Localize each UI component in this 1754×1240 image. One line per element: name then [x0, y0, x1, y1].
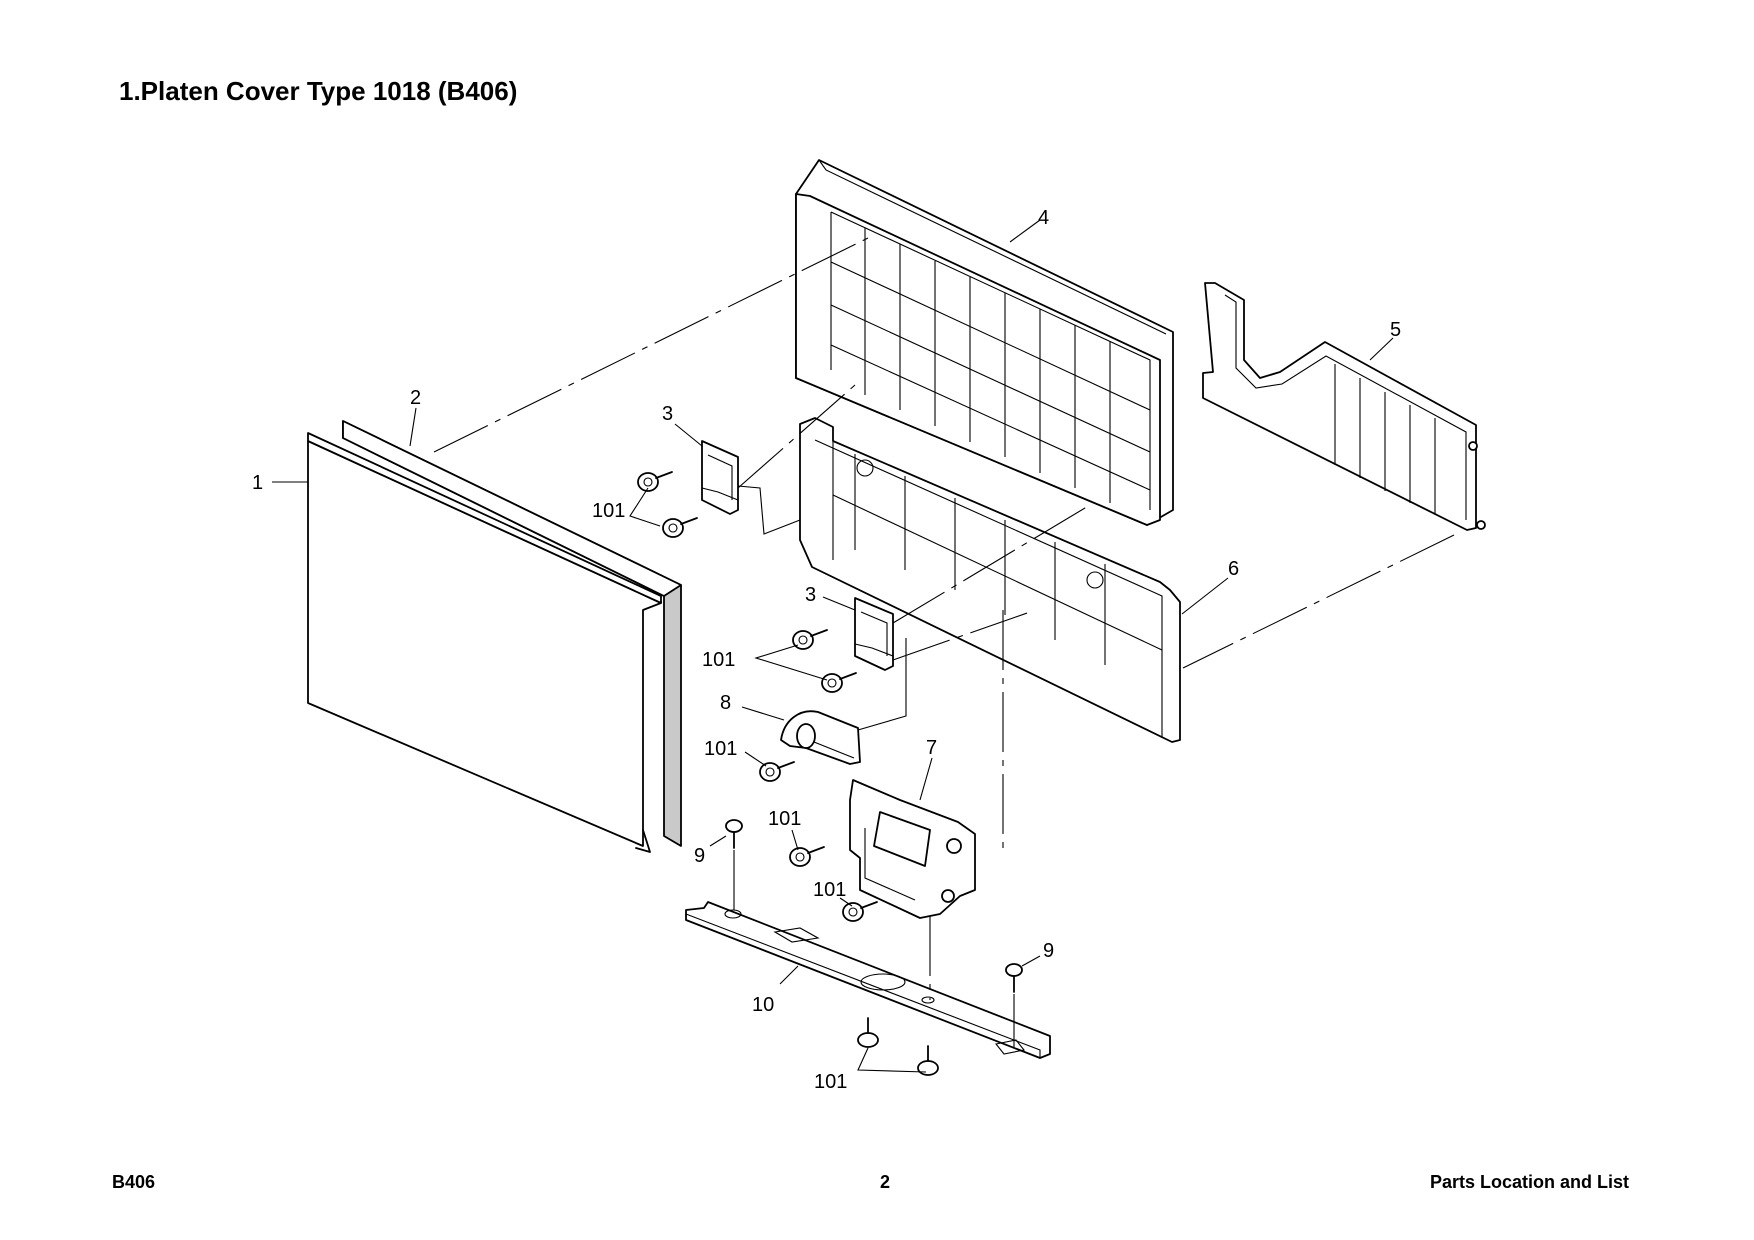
callout-4: 4 — [1038, 207, 1049, 229]
callout-8: 8 — [720, 692, 731, 714]
footer-model-code: B406 — [112, 1172, 156, 1192]
callout-101-sensor-a: 101 — [768, 808, 801, 830]
screw-101-upper-b — [662, 517, 698, 538]
screw-101-sensor-a — [789, 846, 825, 867]
screw-101-upper-a — [637, 471, 673, 492]
callout-3-lower: 3 — [805, 584, 816, 606]
part-6-front-frame — [799, 417, 1181, 743]
screw-101-damper — [759, 761, 795, 782]
footer-section-title: Parts Location and List — [1429, 1172, 1629, 1192]
callout-101-base: 101 — [814, 1071, 847, 1093]
part-3-hinge-bracket-upper — [701, 440, 739, 515]
callout-3-upper: 3 — [662, 403, 673, 425]
callout-10: 10 — [752, 994, 774, 1016]
footer-page-number: 2 — [879, 1172, 890, 1192]
part-3-hinge-bracket-lower — [854, 597, 894, 671]
part-8-damper — [780, 710, 861, 765]
callout-5: 5 — [1390, 319, 1401, 341]
callout-101-upper: 101 — [592, 500, 625, 522]
page-title: 1.Platen Cover Type 1018 (B406) — [119, 76, 518, 106]
part-10-base-plate — [685, 901, 1051, 1059]
callout-9-left: 9 — [694, 845, 705, 867]
callout-101-damper: 101 — [704, 738, 737, 760]
assembly-lines — [433, 237, 1455, 1048]
part-7-sensor-bracket — [849, 779, 976, 919]
screw-101-mid-b — [821, 672, 857, 693]
part-4-rear-cover — [795, 159, 1174, 526]
screw-101-base-b — [917, 1045, 939, 1076]
screw-9-left — [725, 819, 743, 849]
callout-7: 7 — [926, 737, 937, 759]
screw-101-sensor-b — [842, 901, 878, 922]
screw-101-base-a — [857, 1017, 879, 1048]
callout-101-mid: 101 — [702, 649, 735, 671]
part-1-platen-cover — [307, 432, 662, 853]
part-2-platen-pad — [342, 420, 682, 847]
screw-101-mid-a — [792, 629, 828, 650]
callout-6: 6 — [1228, 558, 1239, 580]
callout-9-right: 9 — [1043, 940, 1054, 962]
callout-2: 2 — [410, 387, 421, 409]
leader-lines — [272, 219, 1394, 1073]
callout-labels: 1 2 3 4 5 6 3 101 101 8 101 7 101 9 101 … — [252, 207, 1401, 1093]
callout-1: 1 — [252, 472, 263, 494]
screw-9-right — [1005, 963, 1023, 993]
callout-101-sensor-b: 101 — [813, 879, 846, 901]
part-5-side-stay — [1202, 282, 1486, 531]
